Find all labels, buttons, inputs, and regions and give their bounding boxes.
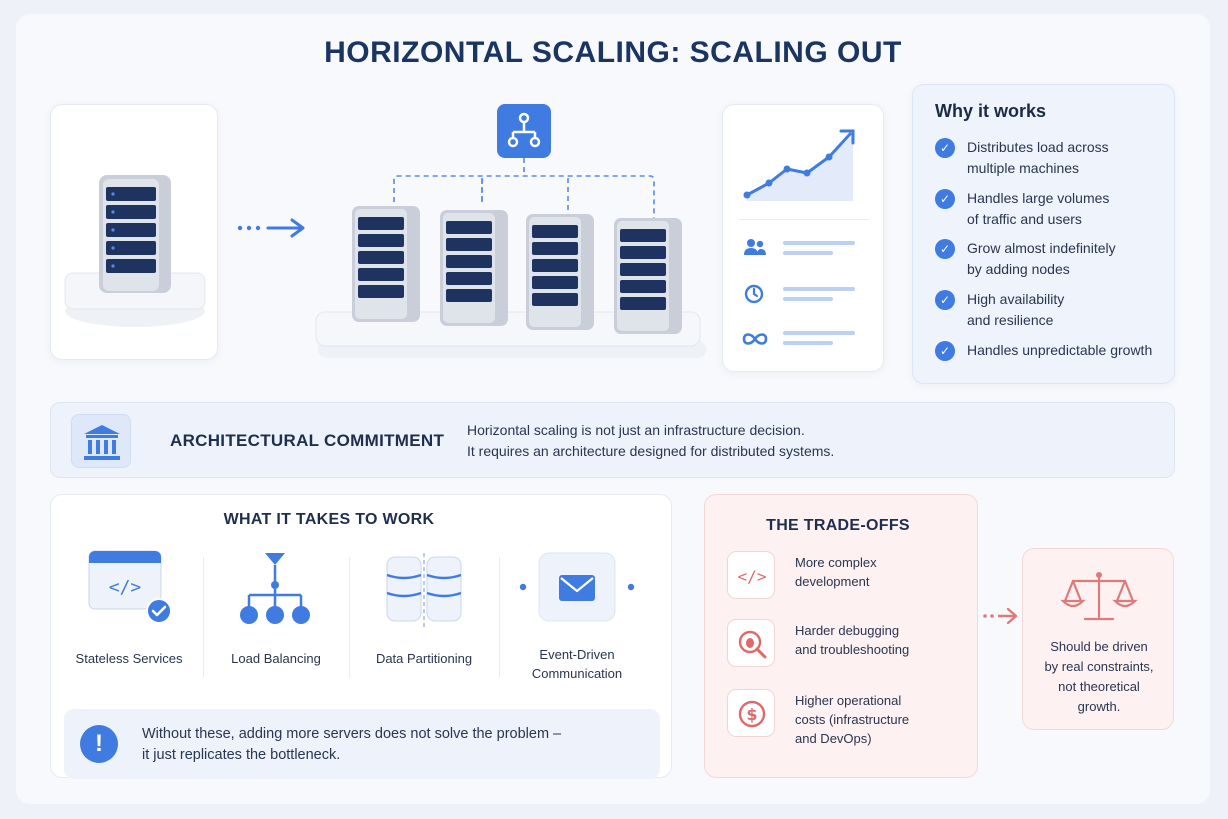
driven-text: Should be driven by real constraints, no… (1044, 639, 1154, 714)
tradeoffs-title: THE TRADE-OFFS (766, 517, 910, 534)
single-server-card (50, 104, 218, 360)
check-icon: ✓ (935, 239, 955, 259)
work-label: Load Balancing (231, 651, 321, 666)
infographic: HORIZONTAL SCALING: SCALING OUT (16, 14, 1210, 804)
load-balancer-icon (240, 553, 310, 624)
check-icon: ✓ (935, 290, 955, 310)
code-window-icon: </> (88, 550, 172, 624)
check-icon: ✓ (935, 341, 955, 361)
what-it-takes-card: WHAT IT TAKES TO WORK </> Stateless Serv… (50, 494, 672, 779)
why-item: ✓Handles large volumes of traffic and us… (935, 188, 1109, 230)
what-it-takes-title: WHAT IT TAKES TO WORK (223, 511, 435, 528)
work-label: Event-Driven Communication (531, 647, 623, 681)
why-item: ✓Distributes load across multiple machin… (935, 137, 1109, 179)
why-it-works-card: Why it works ✓Distributes load across mu… (912, 84, 1175, 384)
network-icon (507, 112, 541, 148)
scale-arrow-icon (237, 218, 305, 238)
metrics-card (722, 104, 884, 372)
check-icon: ✓ (935, 189, 955, 209)
tradeoff-arrow-icon (983, 607, 1018, 625)
divider (349, 557, 350, 677)
warning-text: Without these, adding more servers does … (142, 726, 562, 763)
bank-icon-box (71, 414, 131, 468)
svg-text:</>: </> (109, 577, 142, 598)
dollar-icon: $ (727, 689, 775, 737)
clock-icon (744, 284, 764, 304)
divider (499, 557, 500, 677)
svg-text:</>: </> (738, 567, 767, 586)
code-icon: </> (727, 551, 775, 599)
work-label: Stateless Services (75, 651, 183, 666)
architectural-commitment-bar: ARCHITECTURAL COMMITMENT Horizontal scal… (50, 402, 1175, 478)
work-label: Data Partitioning (375, 651, 473, 666)
infinity-icon (742, 333, 768, 345)
why-item: ✓Handles unpredictable growth (935, 340, 1152, 361)
check-icon: ✓ (935, 138, 955, 158)
tradeoffs-card: THE TRADE-OFFS </> More complex developm… (704, 494, 978, 778)
warning-box: ! Without these, adding more servers doe… (64, 709, 660, 779)
bank-icon (84, 425, 120, 460)
growth-chart-icon (743, 129, 855, 201)
alert-icon: ! (80, 725, 118, 763)
scales-icon (1060, 572, 1138, 621)
server-icon (64, 175, 206, 327)
architectural-text: Horizontal scaling is not just an infras… (467, 422, 835, 459)
bug-icon (727, 619, 775, 667)
svg-text:$: $ (746, 705, 757, 724)
why-item: ✓Grow almost indefinitely by adding node… (935, 238, 1116, 280)
envelope-icon (519, 552, 635, 622)
why-item: ✓High availability and resilience (935, 289, 1064, 331)
driven-by-constraints-card: Should be driven by real constraints, no… (1022, 548, 1174, 730)
users-icon (744, 239, 766, 255)
page-title: HORIZONTAL SCALING: SCALING OUT (324, 36, 902, 69)
divider (203, 557, 204, 677)
database-icon (386, 553, 462, 627)
server-cluster (315, 104, 707, 358)
why-title: Why it works (935, 101, 1047, 121)
architectural-title: ARCHITECTURAL COMMITMENT (170, 431, 445, 450)
